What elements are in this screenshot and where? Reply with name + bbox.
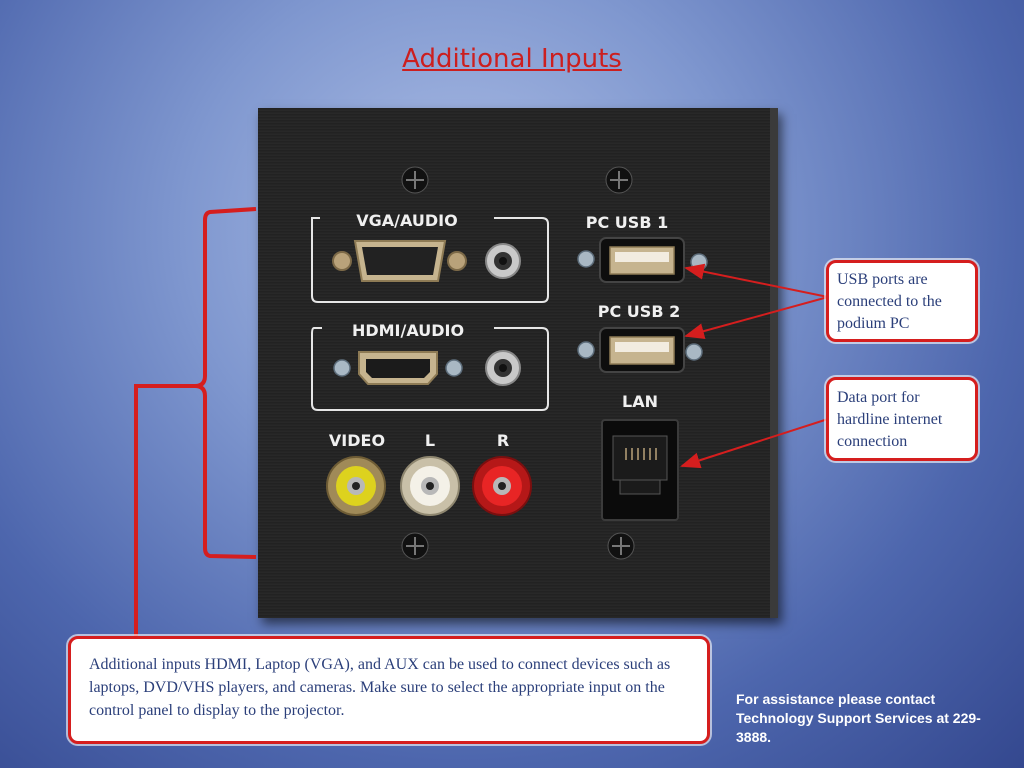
lan-port bbox=[601, 419, 679, 521]
screw-icon bbox=[607, 532, 635, 560]
screw-icon bbox=[401, 532, 429, 560]
rca-left-jack bbox=[400, 456, 460, 516]
screw-icon bbox=[605, 166, 633, 194]
hdmi-audio-section: HDMI/AUDIO bbox=[311, 321, 549, 411]
usb-1-arrow bbox=[684, 263, 829, 298]
video-label: VIDEO bbox=[329, 431, 385, 450]
rca-right-jack bbox=[472, 456, 532, 516]
vga-audio-label: VGA/AUDIO bbox=[356, 211, 457, 230]
usb-2-arrow bbox=[684, 296, 829, 339]
usb-port-2 bbox=[599, 327, 685, 373]
additional-inputs-callout: Additional inputs HDMI, Laptop (VGA), an… bbox=[68, 636, 710, 744]
pc-usb-1-label: PC USB 1 bbox=[586, 213, 668, 232]
usb-callout: USB ports are connected to the podium PC bbox=[826, 260, 978, 342]
left-audio-label: L bbox=[425, 431, 435, 450]
lan-label: LAN bbox=[622, 392, 658, 411]
slide-title: Additional Inputs bbox=[402, 44, 622, 74]
assistance-text: For assistance please contact Technology… bbox=[736, 691, 981, 745]
vga-audio-section: VGA/AUDIO bbox=[311, 211, 549, 303]
screw-icon bbox=[401, 166, 429, 194]
hdmi-audio-label: HDMI/AUDIO bbox=[352, 321, 464, 340]
usb-port-1 bbox=[599, 237, 685, 283]
pc-usb-2-label: PC USB 2 bbox=[598, 302, 680, 321]
wall-plate-illustration: VGA/AUDIO HDMI/AUDIO VIDEO L R bbox=[311, 166, 708, 560]
rca-video-jack bbox=[326, 456, 386, 516]
right-audio-label: R bbox=[497, 431, 509, 450]
lan-arrow bbox=[680, 418, 829, 469]
curly-bracket bbox=[136, 207, 257, 559]
lan-callout: Data port for hardline internet connecti… bbox=[826, 377, 978, 461]
wall-plate-panel: VGA/AUDIO HDMI/AUDIO VIDEO L R bbox=[258, 108, 778, 618]
